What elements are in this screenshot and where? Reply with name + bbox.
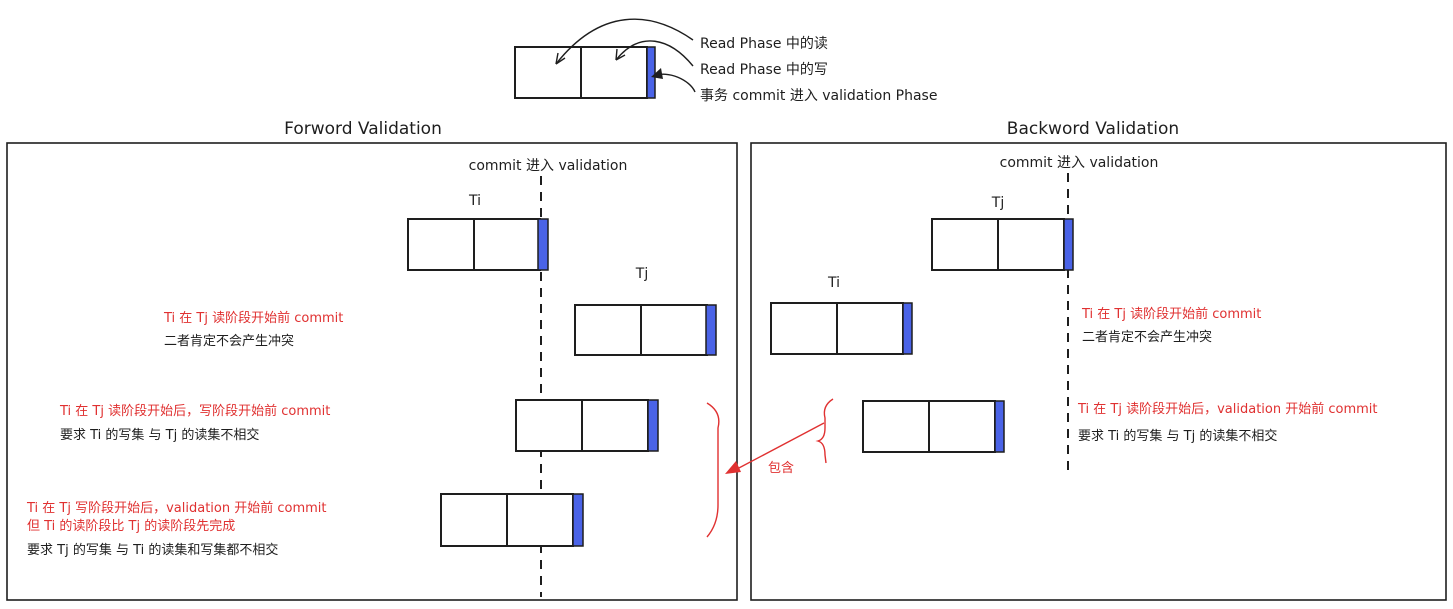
forward-case3-result: 要求 Tj 的写集 与 Ti 的读集和写集都不相交 <box>27 542 278 558</box>
contains-label: 包含 <box>768 460 794 476</box>
backward-case2-read-box <box>862 400 930 453</box>
legend-write-arrow <box>615 40 694 67</box>
backward-case1-commit-bar <box>902 302 913 355</box>
forward-case1-commit-bar <box>705 304 717 356</box>
forward-case1-read-box <box>574 304 642 356</box>
backward-case1-condition: Ti 在 Tj 读阶段开始前 commit <box>1081 306 1261 322</box>
forward-case2-write-box <box>581 399 649 452</box>
backward-frame <box>750 142 1447 601</box>
forward-case1-condition: Ti 在 Tj 读阶段开始前 commit <box>163 310 343 326</box>
backward-case2-write-box <box>928 400 996 453</box>
backward-case1-result: 二者肯定不会产生冲突 <box>1082 329 1212 345</box>
forward-case3-commit-bar <box>572 493 584 547</box>
contains-arrow: 包含 <box>725 422 825 476</box>
backward-commit-label: commit 进入 validation <box>1000 155 1159 171</box>
legend: Read Phase 中的读 Read Phase 中的写 事务 commit … <box>514 18 937 104</box>
forward-case2-commit-bar <box>647 399 659 452</box>
forward-tj-label: Tj <box>635 266 648 282</box>
forward-case3-write-box <box>506 493 574 547</box>
legend-read-label: Read Phase 中的读 <box>700 35 828 52</box>
forward-ti-label: Ti <box>468 193 481 209</box>
legend-commit-label: 事务 commit 进入 validation Phase <box>700 88 937 104</box>
backward-tj-label: Tj <box>991 195 1004 211</box>
forward-ti-commit-bar <box>537 218 549 271</box>
forward-panel: Forword Validation commit 进入 validation … <box>6 119 738 601</box>
backward-ti-label: Ti <box>827 275 840 291</box>
forward-commit-label: commit 进入 validation <box>469 158 628 174</box>
backward-title: Backword Validation <box>1007 119 1179 139</box>
legend-write-box <box>580 46 648 99</box>
backward-tj-read-box <box>931 218 999 271</box>
forward-case2-condition: Ti 在 Tj 读阶段开始后，写阶段开始前 commit <box>59 403 330 419</box>
forward-case3-condition-2: 但 Ti 的读阶段比 Tj 的读阶段先完成 <box>27 518 235 534</box>
legend-read-arrow <box>555 18 694 65</box>
backward-tj-commit-bar <box>1063 218 1074 271</box>
forward-case1-result: 二者肯定不会产生冲突 <box>164 333 294 349</box>
legend-read-box <box>514 46 582 99</box>
forward-red-bracket <box>706 402 720 538</box>
backward-case2-commit-bar <box>994 400 1005 453</box>
backward-tj-write-box <box>997 218 1065 271</box>
contains-arrow-line <box>736 422 825 470</box>
forward-case1-write-box <box>640 304 708 356</box>
backward-panel: Backword Validation commit 进入 validation… <box>750 119 1447 601</box>
forward-case3-read-box <box>440 493 508 547</box>
backward-case2-condition: Ti 在 Tj 读阶段开始后，validation 开始前 commit <box>1077 401 1378 417</box>
forward-title: Forword Validation <box>284 119 442 139</box>
legend-commit-arrowhead <box>651 68 663 79</box>
forward-ti-read-box <box>407 218 475 271</box>
legend-write-arrowhead <box>615 48 626 61</box>
forward-case2-result: 要求 Ti 的写集 与 Tj 的读集不相交 <box>60 427 259 443</box>
contains-arrowhead <box>725 461 741 474</box>
backward-case1-read-box <box>770 302 838 355</box>
forward-case2-read-box <box>515 399 583 452</box>
legend-read-arrowhead <box>555 52 566 65</box>
forward-frame <box>6 142 738 601</box>
backward-case2-result: 要求 Ti 的写集 与 Tj 的读集不相交 <box>1078 428 1277 444</box>
backward-case1-write-box <box>836 302 904 355</box>
legend-commit-bar <box>646 46 656 99</box>
forward-ti-write-box <box>473 218 541 271</box>
legend-write-label: Read Phase 中的写 <box>700 62 828 78</box>
forward-case3-condition: Ti 在 Tj 写阶段开始后，validation 开始前 commit <box>26 500 327 516</box>
backward-red-brace <box>815 398 834 464</box>
